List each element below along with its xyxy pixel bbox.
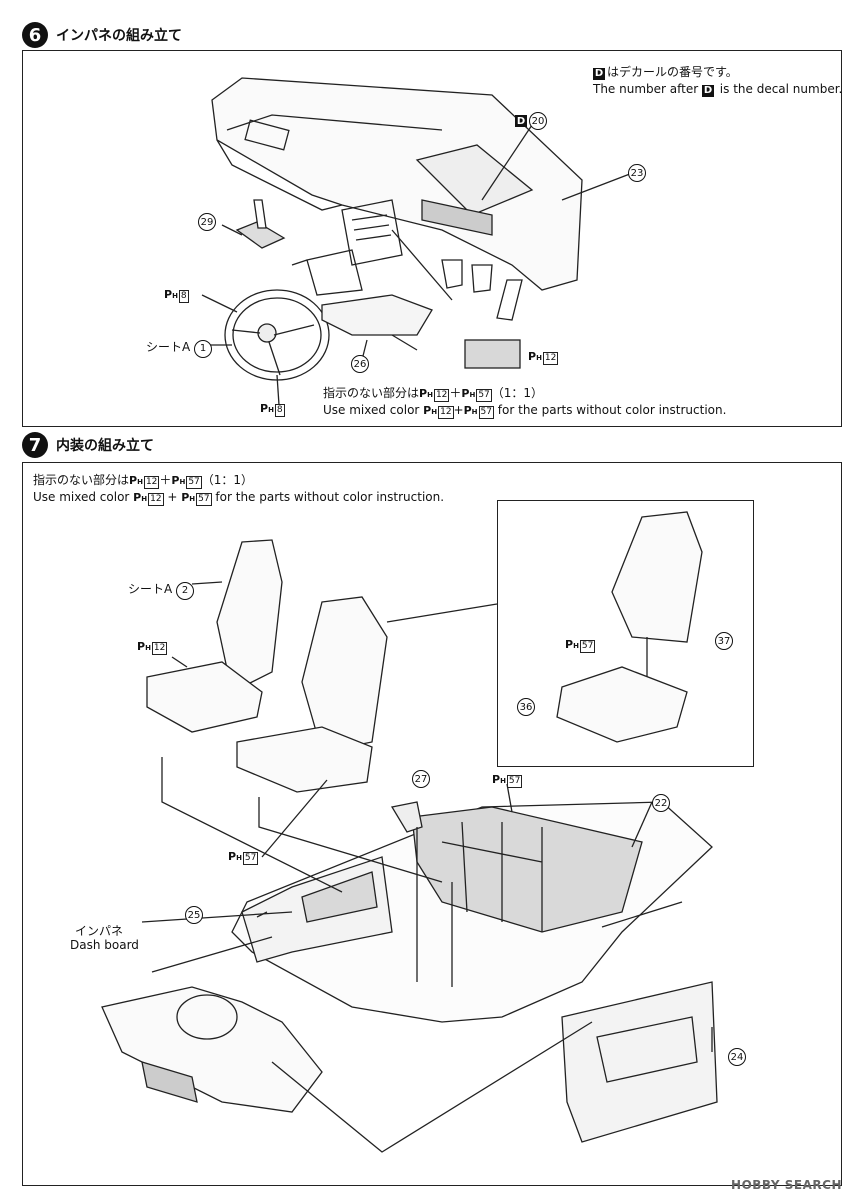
part-36-label: 36	[517, 698, 535, 716]
seat-detail-inset	[497, 500, 754, 767]
step7-number: 7	[22, 432, 48, 458]
part-37-label: 37	[715, 632, 733, 650]
step6-decal-note-en: The number after D is the decal number.	[593, 82, 843, 97]
dash-en-label: Dash board	[70, 938, 139, 952]
step7-panel	[22, 462, 842, 1186]
part-24-label: 24	[728, 1048, 746, 1066]
dash-jp-label: インパネ	[75, 924, 124, 938]
part-22-label: 22	[652, 794, 670, 812]
interior-illustration	[101, 511, 718, 1153]
dashboard-illustration	[201, 77, 636, 406]
part-29-label: 29	[198, 213, 216, 231]
part-27-label: 27	[412, 770, 430, 788]
step6-header: 6 インパネの組み立て	[22, 22, 182, 48]
watermark: HOBBY SEARCH	[731, 1178, 842, 1192]
step7-title: 内装の組み立て	[56, 438, 154, 454]
step6-number: 6	[22, 22, 48, 48]
part-23-label: 23	[628, 164, 646, 182]
seat-a-label-7: シートA 2	[128, 580, 195, 600]
part-25-label: 25	[185, 906, 203, 924]
seat-a-label-6: シートA 1	[146, 338, 213, 358]
step6-panel	[22, 50, 842, 427]
step7-header: 7 内装の組み立て	[22, 432, 154, 458]
part-26-label: 26	[351, 355, 369, 373]
step6-title: インパネの組み立て	[56, 28, 182, 44]
